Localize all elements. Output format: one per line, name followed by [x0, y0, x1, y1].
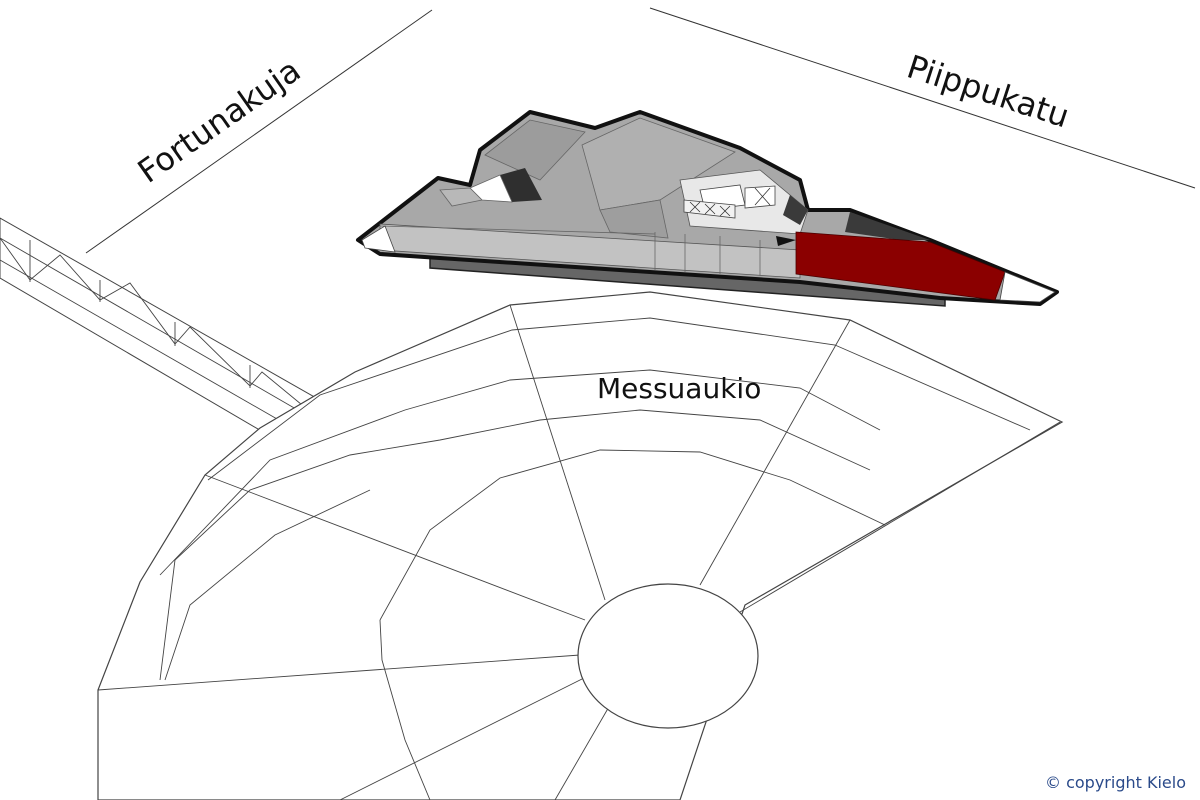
piippukatu-edge-line [649, 7, 1196, 189]
street-lines [85, 7, 1196, 254]
highlighted-unit [795, 231, 1006, 301]
street-label-piippukatu: Piippukatu [903, 47, 1074, 135]
central-circle [577, 583, 759, 729]
messuaukio-square [97, 291, 1064, 800]
copyright-notice: © copyright Kielo [1045, 773, 1186, 792]
entrance-arrow-icon [776, 236, 796, 246]
street-label-fortunakuja: Fortunakuja [131, 51, 308, 191]
square-label-messuaukio: Messuaukio [597, 372, 761, 405]
building-footprint [356, 110, 1059, 307]
fortunakuja-edge-line [85, 9, 433, 254]
